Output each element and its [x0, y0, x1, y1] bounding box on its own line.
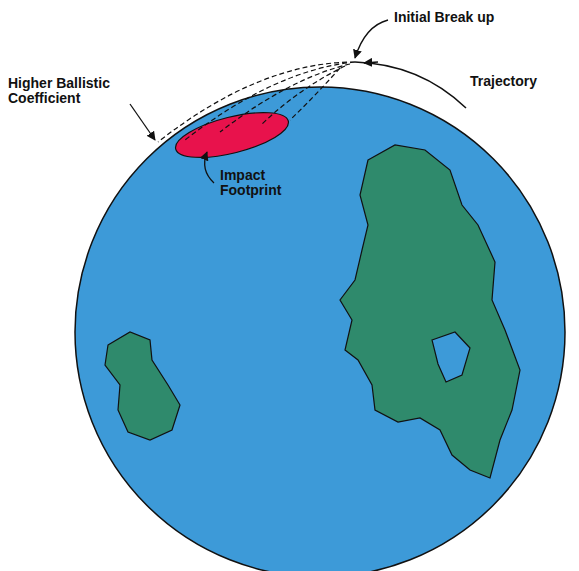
inland-sea — [432, 332, 470, 382]
impact-footprint — [171, 104, 292, 167]
continent — [340, 145, 520, 478]
leader-arrow — [130, 104, 155, 140]
annotation-label: Impact Footprint — [220, 168, 310, 198]
trajectory-arrow — [364, 62, 378, 63]
debris-paths — [158, 62, 355, 142]
trajectory-line — [355, 62, 466, 108]
annotation-label: Trajectory — [470, 74, 570, 89]
leader-arrow — [355, 20, 388, 58]
annotation-label: Initial Break up — [394, 10, 564, 25]
leader-arrow — [205, 152, 214, 183]
island — [105, 332, 180, 440]
annotation-label: Higher Ballistic Coefficient — [8, 76, 136, 106]
earth-globe — [75, 87, 565, 571]
